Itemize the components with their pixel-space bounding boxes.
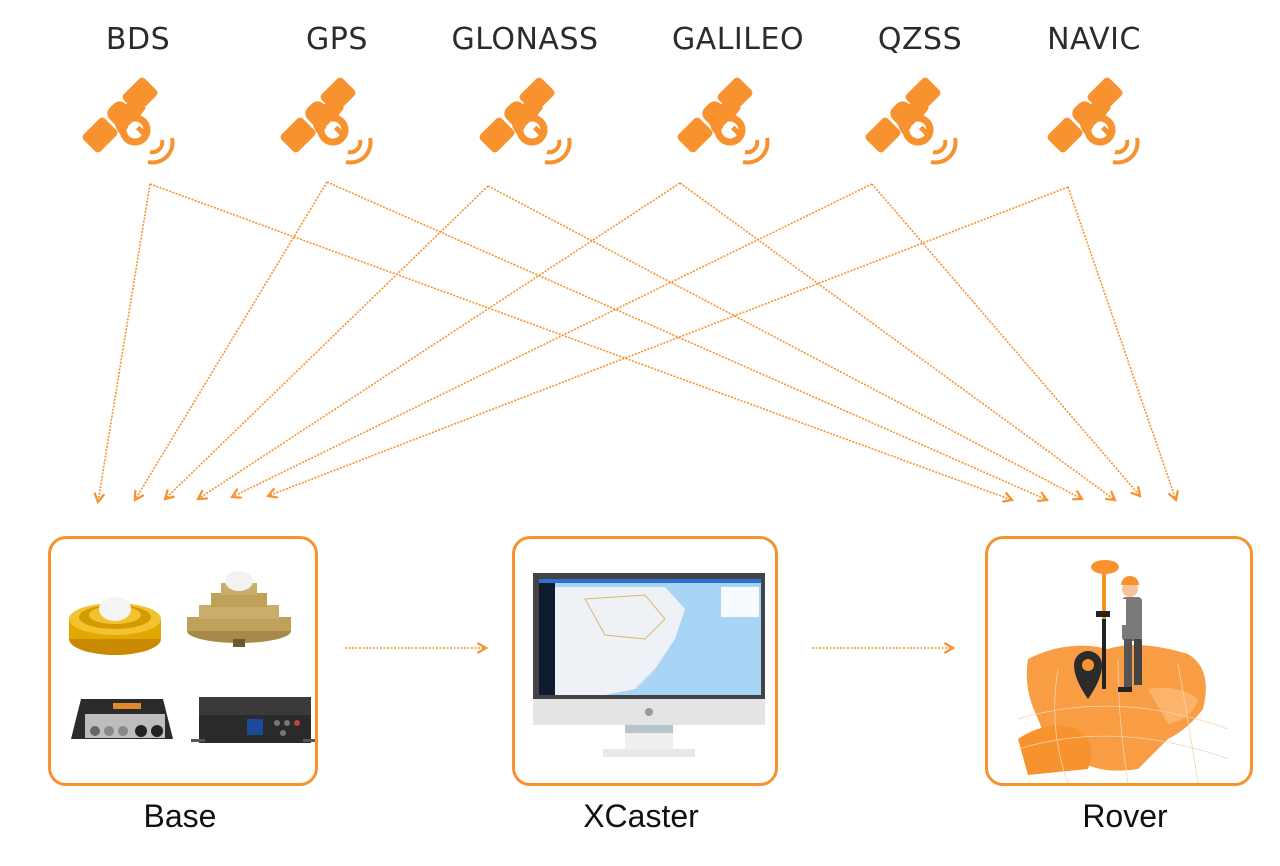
satellite-icon xyxy=(1045,72,1145,172)
rover-label: Rover xyxy=(1082,798,1168,834)
tiered-antenna-icon xyxy=(187,571,291,647)
map-pin-icon xyxy=(1074,651,1102,699)
satellite-icon xyxy=(477,72,577,172)
rover-illustration xyxy=(1017,560,1229,783)
rover-node xyxy=(985,536,1253,786)
glonass-to-rover-arrow xyxy=(487,185,1082,499)
glonass-to-base-arrow xyxy=(165,185,489,499)
surveyor-icon xyxy=(1091,560,1142,692)
world-map-icon xyxy=(1017,645,1229,783)
satellite-icon xyxy=(80,72,180,172)
xcaster-node xyxy=(512,536,778,786)
base-label: Base xyxy=(143,798,217,834)
galileo-to-base-arrow xyxy=(198,182,681,499)
gnss-receiver-icon xyxy=(191,697,315,743)
bds-to-rover-arrow xyxy=(149,183,1012,500)
satellite-label: NAVIC xyxy=(1047,22,1141,57)
base-node xyxy=(48,536,318,786)
choke-ring-antenna-icon xyxy=(69,597,161,655)
navic-to-base-arrow xyxy=(268,186,1069,496)
base-illustration xyxy=(69,571,315,743)
satellite-icon xyxy=(863,72,963,172)
satellite-label: GLONASS xyxy=(451,22,599,57)
bds-to-base-arrow xyxy=(98,183,151,502)
satellite-label: BDS xyxy=(105,22,171,57)
xcaster-illustration xyxy=(533,573,765,757)
satellite-label: GPS xyxy=(306,22,368,57)
qzss-to-rover-arrow xyxy=(871,183,1140,496)
monitor-icon xyxy=(533,573,765,757)
xcaster-label: XCaster xyxy=(583,798,699,834)
satellite-label: QZSS xyxy=(877,22,963,57)
satellite-icon xyxy=(278,72,378,172)
gnss-receiver-icon xyxy=(71,699,173,739)
galileo-to-rover-arrow xyxy=(679,182,1115,500)
gps-to-rover-arrow xyxy=(326,181,1047,500)
satellite-icon xyxy=(675,72,775,172)
navic-to-rover-arrow xyxy=(1067,186,1176,500)
satellite-label: GALILEO xyxy=(671,22,805,57)
gps-to-base-arrow xyxy=(135,181,328,500)
